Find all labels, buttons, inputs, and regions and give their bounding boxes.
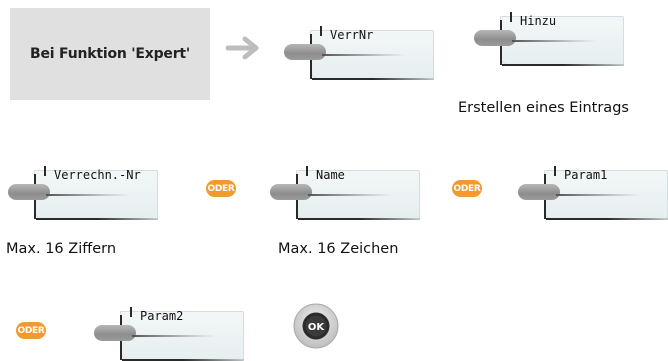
softkey-button[interactable] <box>94 325 136 341</box>
oder-badge: ODER <box>452 180 482 197</box>
softkey-verrnr[interactable]: VerrNr <box>284 24 434 80</box>
softkey-button[interactable] <box>284 44 326 60</box>
softkey-label: Verrechn.-Nr <box>54 168 141 182</box>
caption-max-ziffern: Max. 16 Ziffern <box>6 241 117 257</box>
softkey-label: Hinzu <box>520 14 557 28</box>
softkey-button[interactable] <box>270 184 312 200</box>
oder-badge: ODER <box>16 322 46 339</box>
softkey-button[interactable] <box>474 30 516 46</box>
expert-function-box: Bei Funktion 'Expert' <box>10 8 210 100</box>
oder-badge: ODER <box>206 180 236 197</box>
softkey-label: Param1 <box>564 168 608 182</box>
caption-max-zeichen: Max. 16 Zeichen <box>278 241 399 257</box>
softkey-name[interactable]: Name <box>270 164 420 220</box>
arrow-right-icon <box>226 36 259 60</box>
ok-label: OK <box>308 322 326 333</box>
softkey-button[interactable] <box>8 184 50 200</box>
caption-erstellen: Erstellen eines Eintrags <box>458 100 629 116</box>
softkey-param2[interactable]: Param2 <box>94 305 244 361</box>
softkey-label: Param2 <box>140 309 184 323</box>
softkey-button[interactable] <box>518 184 560 200</box>
softkey-param1[interactable]: Param1 <box>518 164 668 220</box>
ok-button[interactable]: OK <box>293 303 339 349</box>
expert-function-label: Bei Funktion 'Expert' <box>30 46 190 62</box>
softkey-verrechn-nr[interactable]: Verrechn.-Nr <box>8 164 158 220</box>
softkey-label: VerrNr <box>330 28 374 42</box>
softkey-label: Name <box>316 168 345 182</box>
softkey-hinzu[interactable]: Hinzu <box>474 10 624 66</box>
